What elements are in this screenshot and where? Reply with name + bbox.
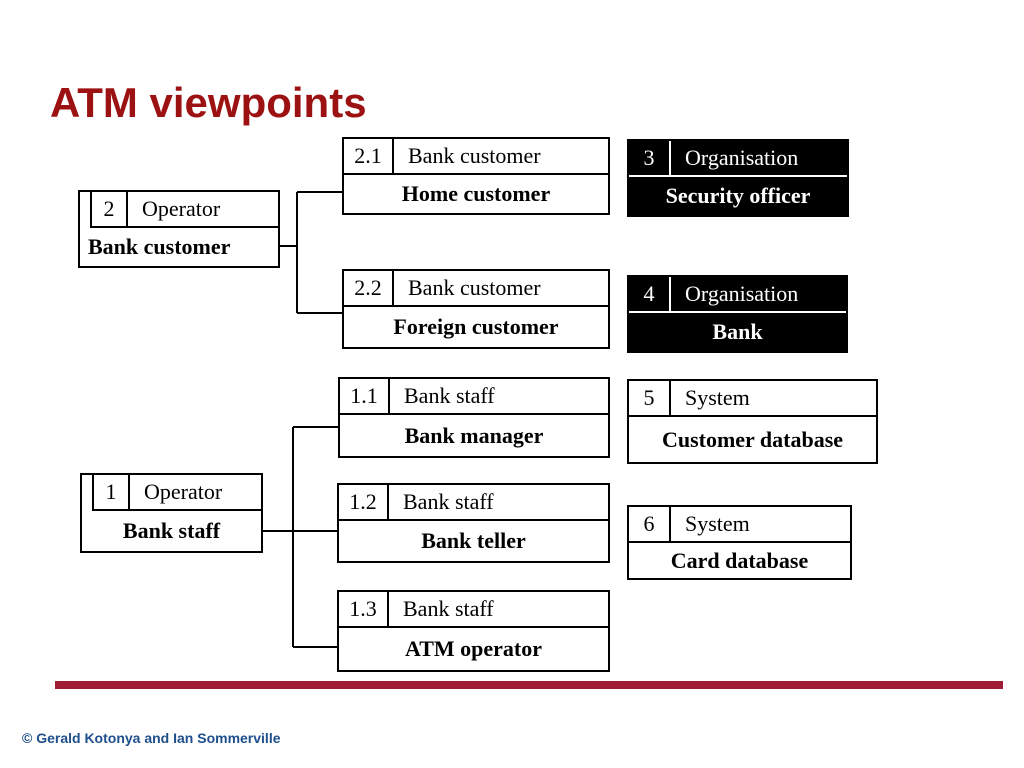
connector-bank-customer-branch: [280, 191, 342, 314]
viewpoint-box-bank: 4 Organisation Bank: [627, 275, 848, 353]
viewpoint-number: 4: [629, 277, 671, 311]
viewpoint-name: Card database: [670, 547, 809, 573]
viewpoint-name: Bank staff: [122, 518, 221, 543]
viewpoint-header: 1 Operator: [92, 475, 261, 511]
viewpoint-number: 2.2: [344, 271, 394, 305]
viewpoint-box-foreign-customer: 2.2 Bank customer Foreign customer: [342, 269, 610, 349]
viewpoint-category: Bank staff: [403, 596, 494, 621]
viewpoint-header: 4 Organisation: [629, 277, 846, 313]
viewpoint-category: System: [685, 511, 750, 536]
viewpoint-category: Organisation: [685, 281, 799, 306]
viewpoint-name: Bank customer: [88, 234, 231, 259]
viewpoint-header: 1.2 Bank staff: [339, 485, 608, 521]
viewpoint-name: ATM operator: [404, 636, 543, 661]
viewpoint-header: 5 System: [629, 381, 876, 417]
viewpoint-name: Bank: [712, 319, 763, 344]
viewpoint-box-bank-customer: 2 Operator Bank customer: [78, 190, 280, 268]
viewpoint-header: 1.3 Bank staff: [339, 592, 608, 628]
viewpoint-header: 2 Operator: [90, 192, 278, 228]
viewpoint-category: Bank staff: [403, 489, 494, 514]
connector-bank-staff-branch: [263, 426, 338, 648]
page-title: ATM viewpoints: [50, 79, 367, 127]
viewpoint-number: 1.3: [339, 592, 389, 626]
footer-divider-bar: [55, 681, 1003, 689]
viewpoint-number: 1.2: [339, 485, 389, 519]
viewpoint-category: Bank customer: [408, 143, 541, 168]
viewpoint-header: 2.1 Bank customer: [344, 139, 608, 175]
viewpoint-box-security-officer: 3 Organisation Security officer: [627, 139, 849, 217]
viewpoint-box-home-customer: 2.1 Bank customer Home customer: [342, 137, 610, 215]
viewpoint-category: Bank staff: [404, 383, 495, 408]
viewpoint-header: 1.1 Bank staff: [340, 379, 608, 415]
viewpoint-header: 6 System: [629, 507, 850, 543]
viewpoint-box-bank-staff: 1 Operator Bank staff: [80, 473, 263, 553]
viewpoint-number: 2.1: [344, 139, 394, 173]
viewpoint-box-bank-teller: 1.2 Bank staff Bank teller: [337, 483, 610, 563]
viewpoint-number: 5: [629, 381, 671, 415]
viewpoint-box-customer-database: 5 System Customer database: [627, 379, 878, 464]
viewpoint-name: Home customer: [401, 181, 551, 206]
viewpoint-number: 1.1: [340, 379, 390, 413]
viewpoint-number: 6: [629, 507, 671, 541]
copyright-text: © Gerald Kotonya and Ian Sommerville: [22, 730, 281, 746]
viewpoint-header: 2.2 Bank customer: [344, 271, 608, 307]
viewpoint-category: Operator: [142, 196, 221, 221]
viewpoint-header: 3 Organisation: [629, 141, 847, 177]
viewpoint-category: Bank customer: [408, 275, 541, 300]
viewpoint-name: Customer database: [661, 426, 844, 452]
viewpoint-category: Organisation: [685, 145, 799, 170]
viewpoint-box-bank-manager: 1.1 Bank staff Bank manager: [338, 377, 610, 458]
viewpoint-number: 3: [629, 141, 671, 175]
viewpoint-box-card-database: 6 System Card database: [627, 505, 852, 580]
viewpoint-name: Foreign customer: [393, 314, 559, 339]
viewpoint-number: 1: [94, 475, 130, 509]
viewpoint-name: Bank manager: [404, 422, 544, 448]
viewpoint-number: 2: [92, 192, 128, 226]
viewpoint-name: Bank teller: [421, 528, 526, 553]
viewpoint-category: System: [685, 385, 750, 410]
viewpoint-box-atm-operator: 1.3 Bank staff ATM operator: [337, 590, 610, 672]
viewpoint-name: Security officer: [665, 183, 811, 208]
viewpoint-category: Operator: [144, 479, 223, 504]
